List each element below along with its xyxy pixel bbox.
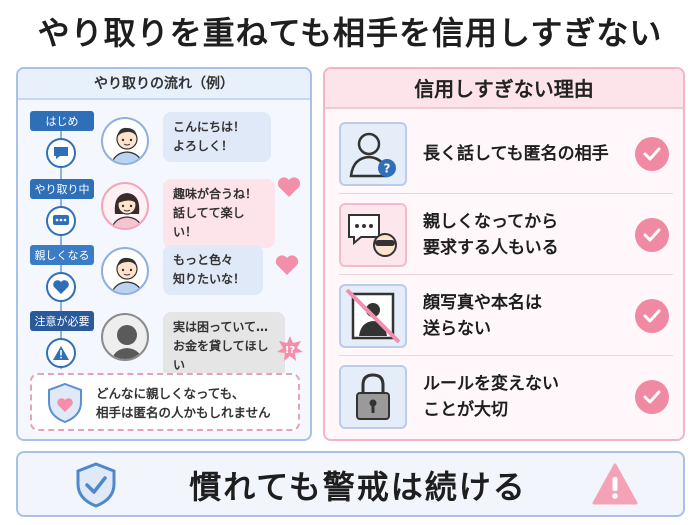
message-bubble: 趣味が合うね！ 話してて楽しい！ [163, 179, 275, 248]
reason-line: ことが大切 [423, 400, 508, 420]
check-icon [635, 137, 669, 171]
stage-close: 親しくなる [28, 245, 118, 302]
masked-person-icon [339, 203, 407, 267]
svg-text:!?: !? [285, 345, 296, 356]
note-line: どんなに親しくなっても、 [96, 386, 245, 401]
heart-icon [46, 272, 76, 302]
reasons-panel-header: 信用しすぎない理由 [325, 69, 683, 109]
message-line: 実は困っていて… [173, 320, 269, 334]
message-bubble: もっと色々 知りたいな！ [163, 245, 263, 295]
check-icon [635, 218, 669, 252]
stage-label: 注意が必要 [30, 311, 94, 331]
avatar-suspicious-person [101, 313, 149, 361]
reason-line: 顔写真や本名は [423, 293, 542, 313]
shield-heart-icon [48, 382, 82, 424]
chat-bubble-icon [46, 138, 76, 168]
stage-caution: 注意が必要 [28, 311, 118, 368]
reason-line: 親しくなってから [423, 212, 559, 232]
page-title: やり取りを重ねても相手を信用しすぎない [37, 14, 663, 52]
note-line: 相手は匿名の人かもしれません [96, 405, 271, 420]
no-photo-icon [339, 284, 407, 348]
conversation-flow-panel: やり取りの流れ（例） はじめ こんにちは！ よろしく！ やり取り中 趣味が合うね… [16, 67, 312, 441]
reason-item: 顔写真や本名は 送らない [339, 278, 673, 354]
message-line: こんにちは！ [173, 120, 246, 134]
reason-line: 送らない [423, 319, 491, 339]
alert-burst-icon: !? [277, 336, 303, 361]
svg-text:?: ? [384, 162, 391, 176]
unknown-person-icon: ? [339, 122, 407, 186]
reasons-panel: 信用しすぎない理由 ? 長く話しても匿名の相手 親しくなってから 要求する人もい… [323, 67, 685, 441]
message-line: お金を貸してほしい [173, 339, 269, 372]
heart-icon [275, 255, 299, 275]
reason-item: ルールを変えない ことが大切 [339, 359, 673, 435]
message-bubble: こんにちは！ よろしく！ [163, 112, 271, 162]
padlock-icon [339, 365, 407, 429]
reason-text: 顔写真や本名は 送らない [423, 290, 623, 342]
reason-line: 長く話しても匿名の相手 [423, 144, 609, 164]
message-bubble: 実は困っていて… お金を貸してほしい [163, 312, 285, 381]
banner-text: 慣れても警戒は続ける [189, 468, 527, 506]
message-line: よろしく！ [173, 139, 234, 153]
stage-label: 親しくなる [30, 245, 94, 265]
avatar-friendly-man [101, 117, 149, 165]
check-icon [635, 380, 669, 414]
reason-item: ? 長く話しても匿名の相手 [339, 116, 673, 192]
stage-start: はじめ [28, 111, 118, 168]
message-line: 知りたいな！ [173, 272, 246, 286]
divider [339, 193, 673, 194]
reason-text: 長く話しても匿名の相手 [423, 141, 623, 167]
keep-alert-banner: 慣れても警戒は続ける [16, 451, 685, 517]
shield-check-icon [76, 462, 116, 508]
reason-text: ルールを変えない ことが大切 [423, 371, 623, 423]
avatar-friendly-man [101, 247, 149, 295]
message-line: 話してて楽しい！ [173, 206, 245, 239]
avatar-friendly-woman [101, 182, 149, 230]
stage-label: やり取り中 [30, 179, 94, 199]
reason-line: 要求する人もいる [423, 238, 559, 258]
warning-icon [592, 463, 638, 505]
message-line: 趣味が合うね！ [173, 187, 258, 201]
stage-chatting: やり取り中 [28, 179, 118, 236]
heart-icon [277, 177, 301, 197]
message-line: もっと色々 [173, 253, 234, 267]
flow-panel-header: やり取りの流れ（例） [18, 69, 310, 100]
divider [339, 355, 673, 356]
stage-label: はじめ [30, 111, 94, 131]
check-icon [635, 299, 669, 333]
reason-text: 親しくなってから 要求する人もいる [423, 209, 623, 261]
warning-icon [46, 338, 76, 368]
reason-item: 親しくなってから 要求する人もいる [339, 197, 673, 273]
divider [339, 274, 673, 275]
reason-line: ルールを変えない [423, 374, 559, 394]
caution-note: どんなに親しくなっても、 相手は匿名の人かもしれません [30, 373, 300, 431]
typing-bubble-icon [46, 206, 76, 236]
